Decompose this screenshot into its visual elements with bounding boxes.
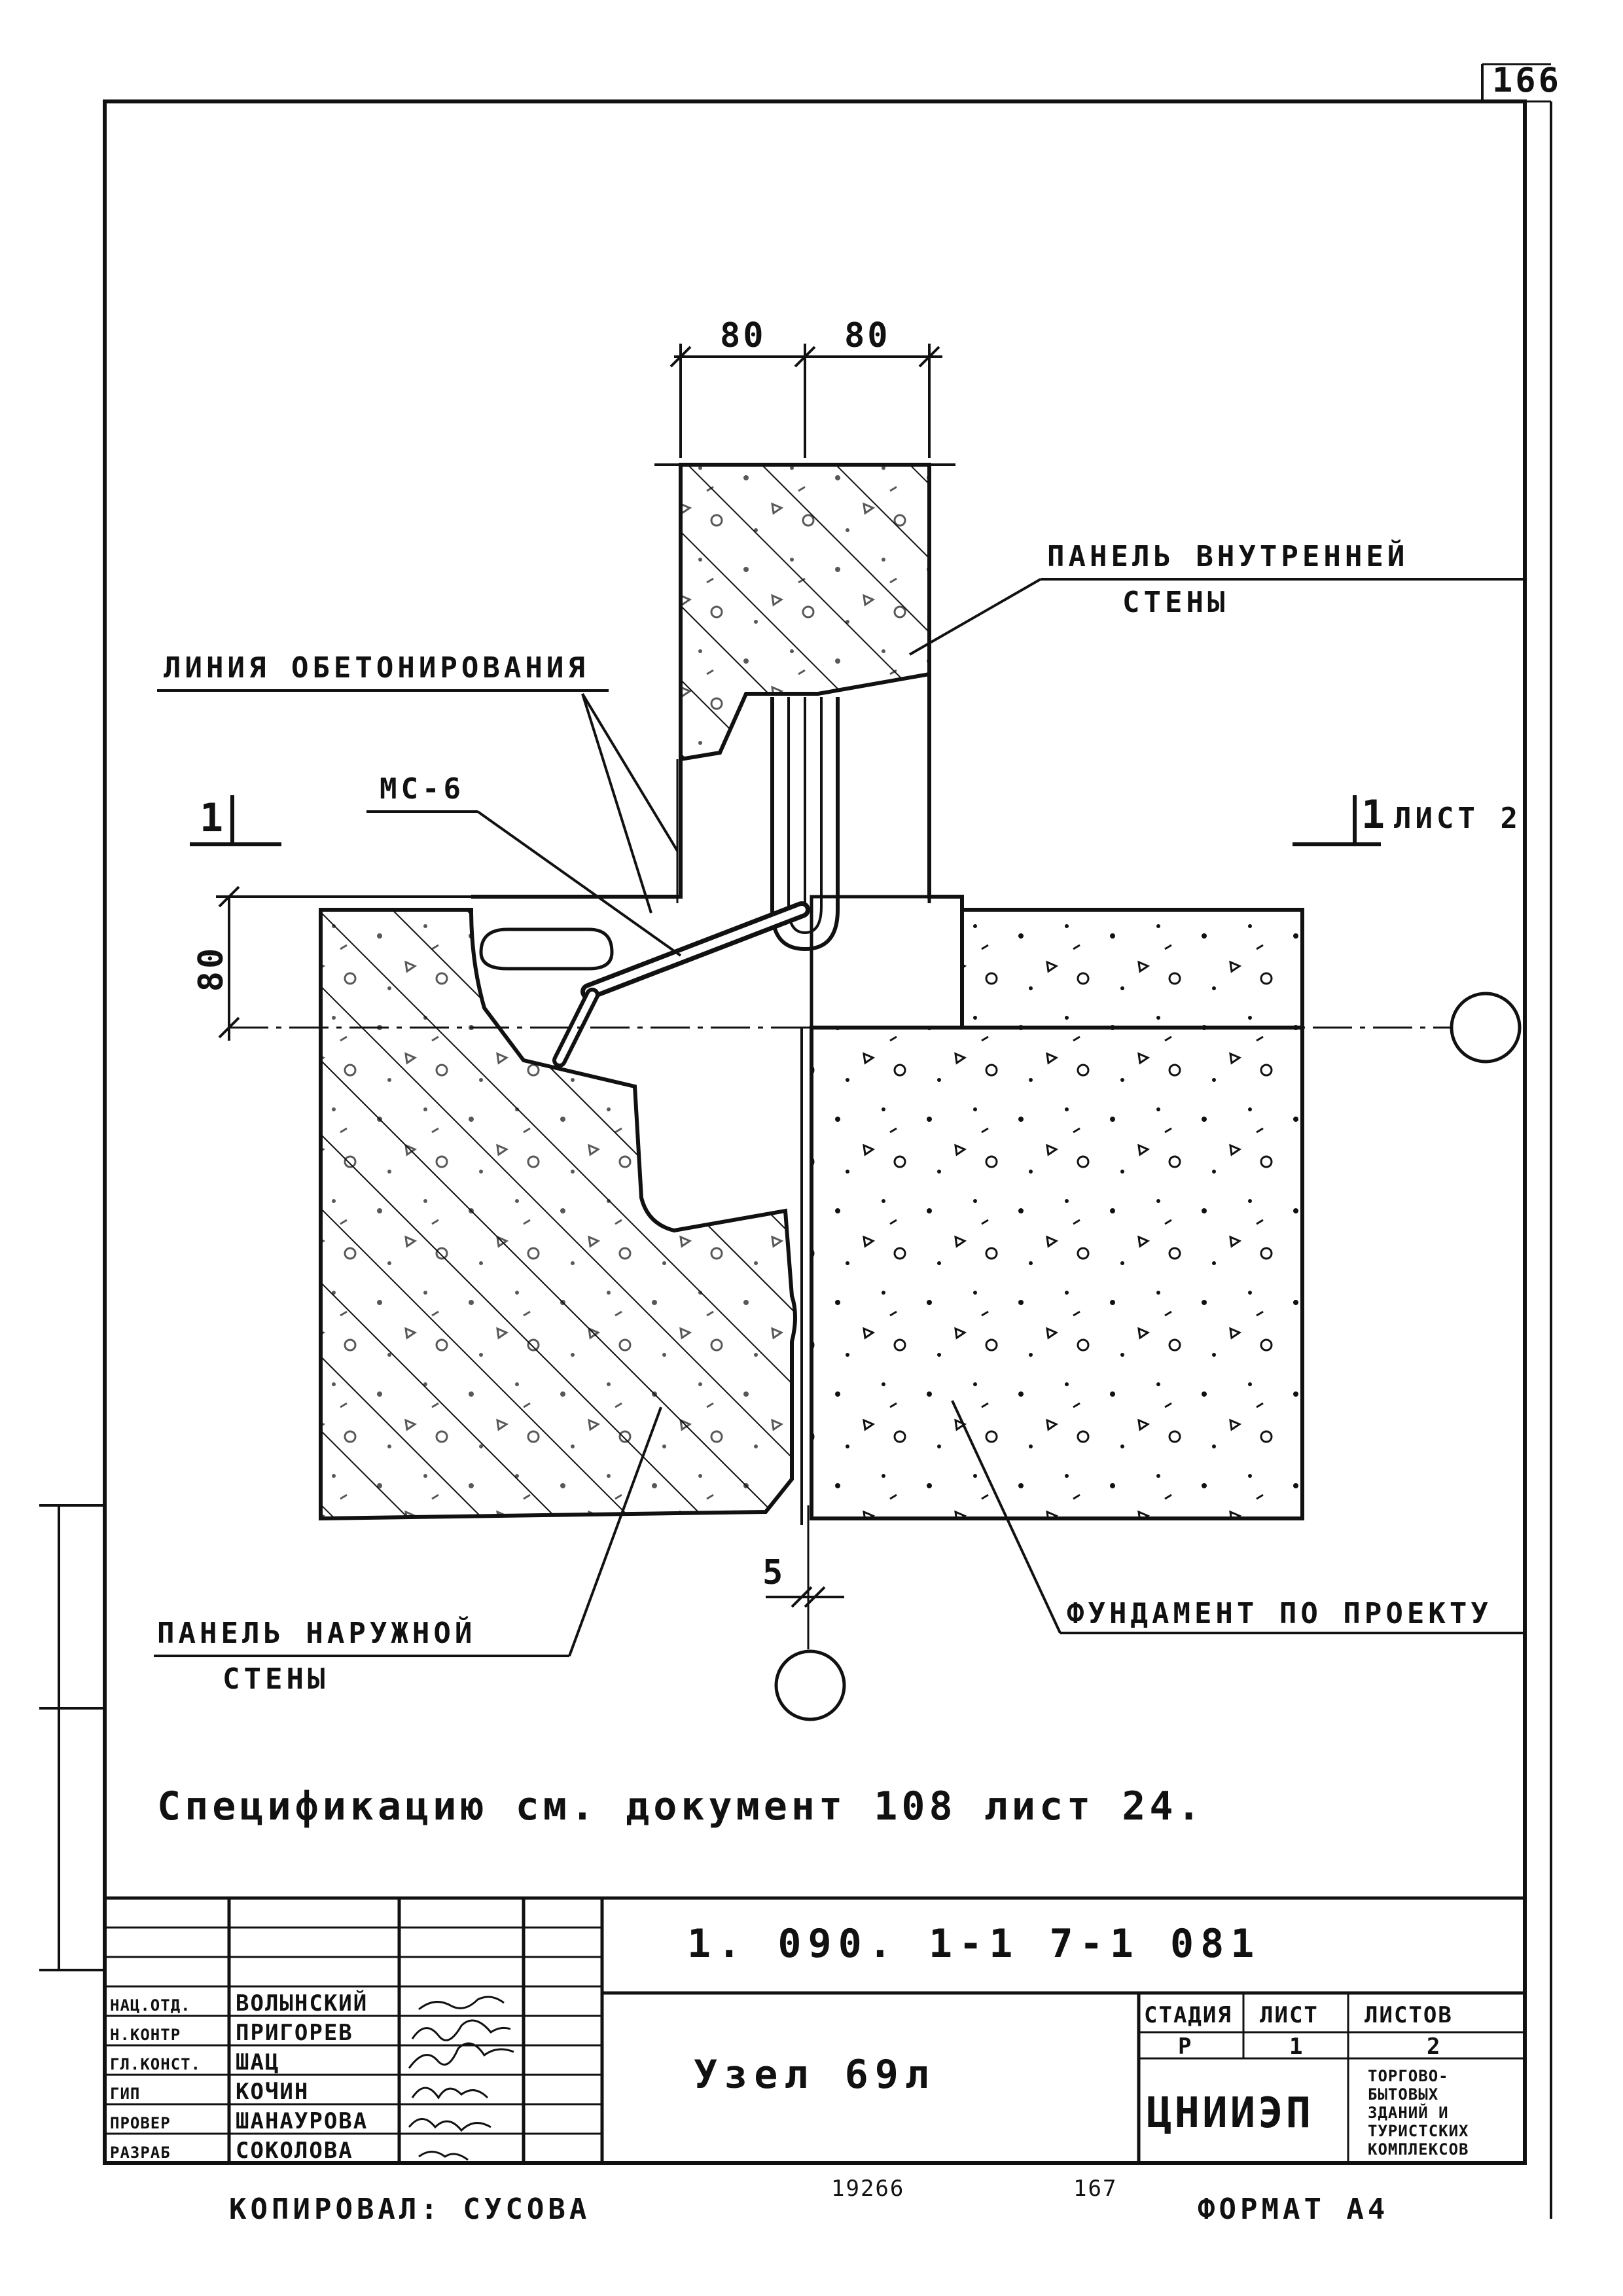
label-mc6: МС-6 — [380, 772, 465, 806]
dim-top-left: 80 — [720, 316, 766, 355]
organization: ЦНИИЭП — [1147, 2089, 1313, 2138]
name-5: СОКОЛОВА — [236, 2138, 353, 2164]
mc6-connector — [479, 901, 810, 1067]
role-0: НАЦ.ОТД. — [110, 1996, 191, 2015]
document-code: 1. 090. 1-1 7-1 081 — [687, 1921, 1260, 1967]
stage-header: СТАДИЯ — [1144, 2002, 1232, 2028]
stage-value: Р — [1178, 2034, 1192, 2060]
dimension-lines — [216, 344, 942, 1608]
foundation-block — [800, 895, 1304, 1525]
role-2: ГЛ.КОНСТ. — [110, 2055, 201, 2073]
outer-wall-panel — [319, 908, 797, 1521]
role-4: ПРОВЕР — [110, 2114, 171, 2132]
label-foundation: ФУНДАМЕНТ ПО ПРОЕКТУ — [1067, 1597, 1492, 1630]
format: ФОРМАТ А4 — [1198, 2193, 1389, 2226]
corner-number: 166 — [1492, 61, 1561, 100]
title-block-roles: НАЦ.ОТД. ВОЛЫНСКИЙ Н.КОНТР ПРИГОРЕВ ГЛ.К… — [110, 1990, 368, 2164]
label-concreting-line: ЛИНИЯ ОБЕТОНИРОВАНИЯ — [164, 651, 589, 685]
label-inner-panel-1: ПАНЕЛЬ ВНУТРЕННЕЙ — [1047, 539, 1408, 573]
sheet-frame — [39, 63, 1552, 2219]
leader-lines — [154, 578, 1525, 1657]
dim-gap: 5 — [762, 1553, 785, 1592]
signatures — [408, 1996, 514, 2161]
section-mark-right-sheet: ЛИСТ 2 — [1394, 802, 1522, 835]
svg-text:ТУРИСТСКИХ: ТУРИСТСКИХ — [1368, 2122, 1469, 2140]
section-marks — [190, 795, 1381, 846]
role-5: РАЗРАБ — [110, 2144, 171, 2162]
role-1: Н.КОНТР — [110, 2026, 181, 2044]
label-inner-panel-2: СТЕНЫ — [1122, 586, 1228, 619]
svg-text:КОМПЛЕКСОВ: КОМПЛЕКСОВ — [1368, 2140, 1469, 2159]
sheet-header: ЛИСТ — [1260, 2002, 1319, 2028]
name-1: ПРИГОРЕВ — [236, 2020, 353, 2046]
name-4: ШАНАУРОВА — [236, 2108, 368, 2134]
svg-text:БЫТОВЫХ: БЫТОВЫХ — [1368, 2085, 1438, 2104]
copied-by: КОПИРОВАЛ: СУСОВА — [229, 2193, 590, 2226]
drawing-title: Узел 69л — [694, 2052, 935, 2098]
role-3: ГИП — [110, 2085, 140, 2103]
page-number: 167 — [1073, 2176, 1117, 2202]
organization-desc: ТОРГОВО- БЫТОВЫХ ЗДАНИЙ И ТУРИСТСКИХ КОМ… — [1368, 2067, 1469, 2159]
axis-marker-right — [1450, 992, 1522, 1064]
name-2: ШАЦ — [236, 2049, 279, 2075]
sheets-header: ЛИСТОВ — [1364, 2002, 1453, 2028]
svg-text:ТОРГОВО-: ТОРГОВО- — [1368, 2067, 1449, 2085]
section-mark-left: 1 — [200, 795, 230, 841]
dim-top-right: 80 — [844, 316, 891, 355]
inner-wall-panel — [654, 463, 955, 952]
label-outer-panel-2: СТЕНЫ — [223, 1662, 329, 1696]
section-mark-right: 1 — [1361, 792, 1391, 838]
inventory-number: 19266 — [831, 2176, 904, 2202]
sheet-value: 1 — [1289, 2034, 1304, 2060]
name-0: ВОЛЫНСКИЙ — [236, 1990, 368, 2017]
sheets-value: 2 — [1427, 2034, 1441, 2060]
axis-lines — [229, 992, 1522, 1721]
axis-marker-bottom — [774, 1649, 846, 1721]
dim-left-vertical: 80 — [192, 946, 231, 992]
specification-note: Спецификацию см. документ 108 лист 24. — [157, 1784, 1205, 1829]
name-3: КОЧИН — [236, 2079, 309, 2105]
svg-text:ЗДАНИЙ И: ЗДАНИЙ И — [1368, 2103, 1449, 2122]
label-outer-panel-1: ПАНЕЛЬ НАРУЖНОЙ — [157, 1615, 476, 1650]
title-block — [105, 1896, 1525, 2163]
